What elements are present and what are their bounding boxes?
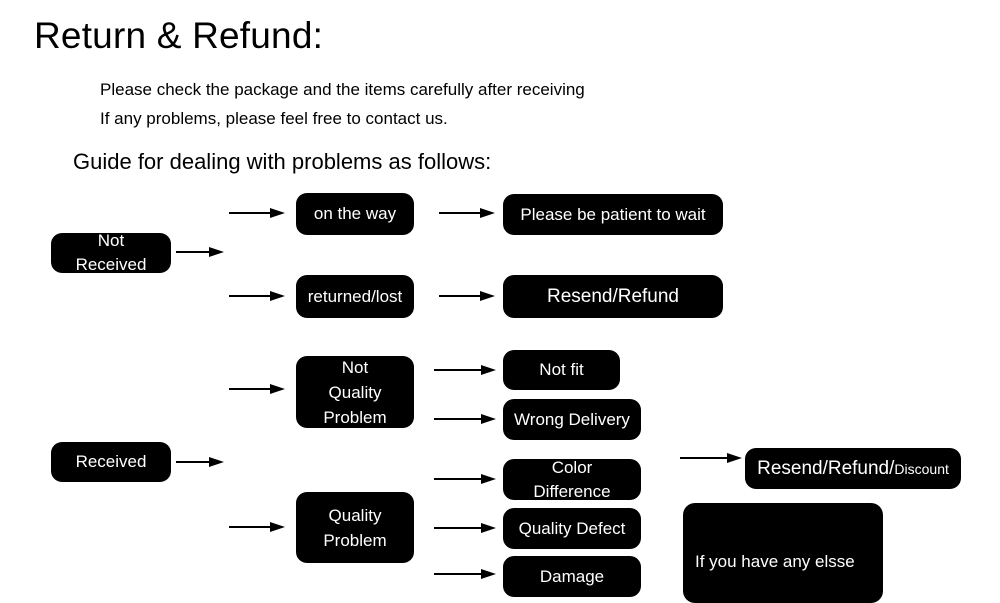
arrow-not-received-out <box>176 245 224 259</box>
arrow-to-not-fit <box>434 363 496 377</box>
arrow-to-on-the-way <box>229 206 285 220</box>
node-color-difference[interactable]: Color Difference <box>503 458 641 501</box>
node-quality-problem[interactable]: Quality Problem <box>296 492 414 563</box>
node-not-received[interactable]: Not Received <box>51 231 171 274</box>
node-resend-refund-discount[interactable]: Resend/Refund/Discount <box>745 448 961 489</box>
arrow-to-returned-lost <box>229 289 285 303</box>
resend-refund-discount-small: Discount <box>894 460 949 477</box>
node-extra-requirements-note[interactable]: If you have any elsse requirments. you c… <box>683 503 883 603</box>
guide-heading: Guide for dealing with problems as follo… <box>73 149 492 174</box>
node-wrong-delivery[interactable]: Wrong Delivery <box>503 399 641 440</box>
arrow-on-the-way-to-wait <box>439 206 495 220</box>
arrow-received-out <box>176 455 224 469</box>
note-line-1: If you have any elsse <box>695 552 855 571</box>
arrow-returned-lost-to-resend <box>439 289 495 303</box>
node-received[interactable]: Received <box>51 442 171 482</box>
node-quality-defect[interactable]: Quality Defect <box>503 508 641 549</box>
node-not-fit[interactable]: Not fit <box>503 350 620 390</box>
arrow-to-quality-problem <box>229 520 285 534</box>
node-damage[interactable]: Damage <box>503 556 641 597</box>
arrow-to-color-difference <box>434 472 496 486</box>
node-returned-lost[interactable]: returned/lost <box>296 275 414 318</box>
resend-refund-discount-main: Resend/Refund/ <box>757 457 895 479</box>
arrow-to-quality-defect <box>434 521 496 535</box>
arrow-to-resend-refund-discount <box>680 451 742 465</box>
arrow-to-damage <box>434 567 496 581</box>
node-resend-refund[interactable]: Resend/Refund <box>503 275 723 318</box>
instruction-line-1: Please check the package and the items c… <box>100 80 585 99</box>
node-on-the-way[interactable]: on the way <box>296 193 414 235</box>
node-please-be-patient-to-wait[interactable]: Please be patient to wait <box>503 194 723 235</box>
instruction-line-2: If any problems, please feel free to con… <box>100 109 448 128</box>
node-not-quality-problem[interactable]: Not Quality Problem <box>296 356 414 428</box>
page-title: Return & Refund: <box>34 15 324 56</box>
arrow-to-not-quality-problem <box>229 382 285 396</box>
arrow-to-wrong-delivery <box>434 412 496 426</box>
